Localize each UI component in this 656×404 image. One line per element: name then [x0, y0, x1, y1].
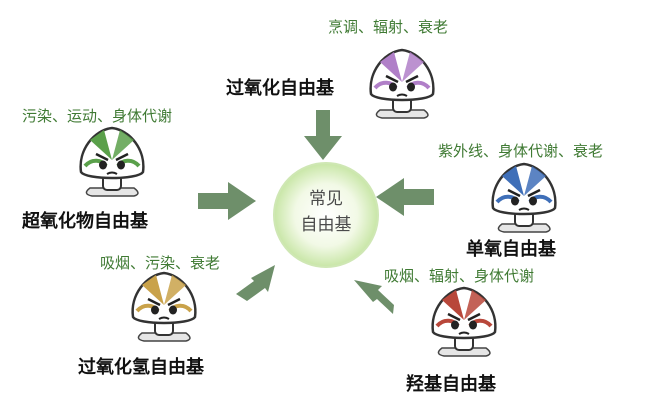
radical-name-superoxide: 超氧化物自由基 — [22, 211, 148, 232]
causes-hydroxyl: 吸烟、辐射、身体代谢 — [384, 267, 535, 285]
causes-singlet: 紫外线、身体代谢、衰老 — [438, 142, 604, 160]
arrow-from-lower-left — [236, 265, 275, 301]
causes-superoxide: 污染、运动、身体代谢 — [22, 107, 173, 125]
center-circle — [273, 162, 379, 268]
mascot-icon-peroxide — [369, 48, 435, 119]
arrow-from-top — [304, 110, 342, 160]
radical-name-hydroxyl: 羟基自由基 — [406, 374, 496, 395]
center-label-line2: 自由基 — [300, 215, 352, 235]
mascot-icon-superoxide — [79, 126, 145, 197]
causes-hydrogen-peroxide: 吸烟、污染、衰老 — [100, 254, 221, 272]
mascot-icon-hydroxyl — [431, 286, 497, 357]
center-label-line1: 常见 — [309, 189, 343, 209]
arrow-from-lower-right — [354, 280, 394, 314]
radical-name-hydrogen-peroxide: 过氧化氢自由基 — [78, 357, 204, 378]
arrow-from-right — [376, 178, 434, 216]
arrow-from-left — [198, 182, 256, 220]
radical-name-peroxide: 过氧化自由基 — [226, 78, 334, 99]
radical-name-singlet: 单氧自由基 — [466, 239, 556, 260]
mascot-icon-singlet — [491, 162, 557, 233]
mascot-icon-hydrogen-peroxide — [131, 271, 197, 342]
causes-peroxide: 烹调、辐射、衰老 — [328, 18, 449, 36]
